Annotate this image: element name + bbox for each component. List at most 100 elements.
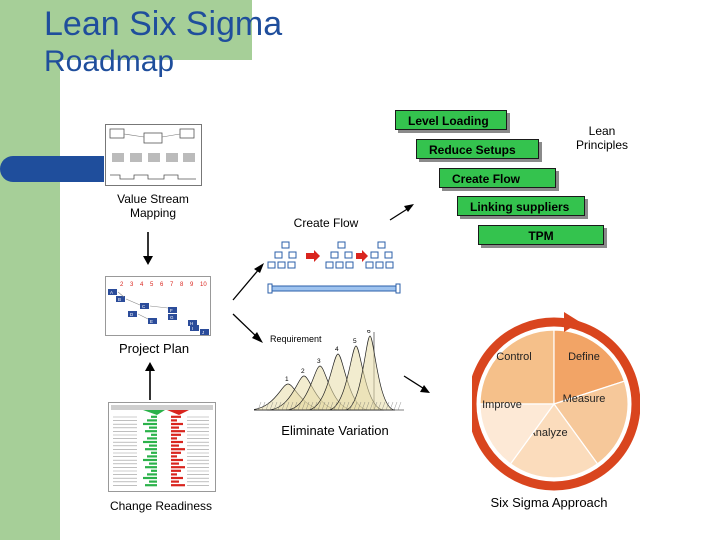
- variation-hatch: [265, 401, 270, 411]
- connector-arrows: [232, 204, 414, 343]
- readiness-red-bar: [171, 415, 181, 418]
- variation-hatch: [325, 401, 330, 411]
- change-readiness-thumbnail: [108, 402, 216, 492]
- readiness-red-bar: [171, 430, 185, 433]
- readiness-green-bar: [145, 430, 157, 433]
- requirement-label: Requirement: [270, 334, 322, 344]
- variation-hatch: [345, 401, 350, 411]
- plan-task: [168, 314, 177, 320]
- cycle-phase-label: Control: [496, 351, 531, 363]
- variation-hatch: [313, 401, 318, 411]
- readiness-green-bar: [151, 415, 157, 418]
- variation-hatch: [289, 401, 294, 411]
- readiness-green-bar: [151, 433, 157, 436]
- readiness-red-bar: [171, 469, 181, 472]
- plan-task-label: I: [192, 326, 193, 331]
- plan-task: [168, 307, 177, 313]
- variation-hatch: [365, 401, 370, 411]
- variation-hatch: [373, 401, 378, 411]
- eliminate-variation-label: Eliminate Variation: [281, 423, 389, 438]
- readiness-green-bar: [147, 455, 157, 458]
- plan-task: [128, 311, 137, 317]
- plan-column-number: 6: [160, 282, 164, 288]
- blue-tab: [0, 156, 104, 182]
- readiness-red-bar: [171, 433, 181, 436]
- arrow-to-six-sigma-icon: [403, 375, 430, 393]
- plan-task-label: B: [118, 297, 121, 302]
- plan-link: [117, 291, 125, 298]
- lean-box-level-loading: Level Loading: [395, 110, 507, 130]
- six-sigma-caption: Six Sigma Approach: [490, 495, 608, 510]
- page-subtitle: Roadmap: [44, 45, 175, 78]
- variation-hatch: [341, 401, 346, 411]
- variation-hatch: [273, 401, 278, 411]
- variation-hatch: [257, 401, 262, 411]
- variation-hatch: [305, 401, 310, 411]
- variation-hatch: [397, 401, 402, 411]
- variation-hatch: [393, 401, 398, 411]
- cycle-phase-label: Measure: [563, 393, 606, 405]
- plan-column-number: 9: [190, 282, 194, 288]
- cycle-segment: [553, 329, 626, 405]
- plan-task-label: F: [170, 308, 173, 313]
- variation-hatch: [261, 401, 266, 411]
- plan-column-number: 4: [140, 282, 144, 288]
- readiness-red-bar: [171, 440, 183, 444]
- plan-task: [200, 329, 209, 335]
- readiness-red-bar: [171, 444, 179, 447]
- plan-task: [116, 296, 125, 302]
- readiness-green-bar: [147, 419, 157, 422]
- plan-column-number: 3: [130, 282, 134, 288]
- cycle-arrowhead: [564, 312, 580, 332]
- readiness-red-bar: [171, 426, 179, 429]
- cycle-phase-label: Improve: [482, 399, 522, 411]
- variation-hatch: [369, 401, 374, 411]
- variation-hatch: [293, 401, 298, 411]
- readiness-red-bar: [171, 466, 185, 469]
- title-band: [0, 0, 252, 60]
- readiness-red-bar: [171, 419, 177, 422]
- readiness-red-bar: [171, 437, 177, 440]
- readiness-green-bar: [149, 426, 157, 429]
- curve-number: 4: [335, 346, 339, 353]
- readiness-red-bar: [171, 476, 183, 480]
- variation-hatch: [337, 401, 342, 411]
- plan-link: [137, 313, 149, 320]
- variation-hatch: [301, 401, 306, 411]
- curve-number: 2: [301, 368, 305, 375]
- plan-task-label: D: [130, 312, 134, 317]
- readiness-green-bar: [151, 469, 157, 472]
- variation-hatch: [329, 401, 334, 411]
- variation-hatch: [361, 401, 366, 411]
- variation-hatch: [353, 401, 358, 411]
- cycle-segment: [509, 402, 599, 479]
- readiness-red-bar: [171, 422, 183, 426]
- variation-hatch: [321, 401, 326, 411]
- readiness-green-bar: [145, 466, 157, 469]
- readiness-green-bar: [149, 480, 157, 483]
- readiness-red-bar: [171, 455, 177, 458]
- readiness-red-bar: [171, 462, 179, 465]
- cycle-ring: [472, 317, 640, 491]
- readiness-red-bar: [171, 448, 185, 451]
- readiness-green-bar: [143, 440, 157, 444]
- cycle-segment: [479, 403, 556, 465]
- variation-hatch: [281, 401, 286, 411]
- variation-hatch: [317, 401, 322, 411]
- readiness-header: [111, 405, 213, 410]
- lean-principles-label: Lean Principles: [575, 124, 629, 152]
- variation-hatch: [277, 401, 282, 411]
- curve-number: 6: [367, 330, 371, 335]
- plan-task-label: E: [150, 319, 153, 324]
- lean-box-reduce-setups: Reduce Setups: [416, 139, 539, 159]
- plan-task: [188, 320, 197, 326]
- variation-hatch: [385, 401, 390, 411]
- plan-link: [149, 305, 169, 309]
- create-flow-label: Create Flow: [293, 216, 359, 230]
- plan-task-label: C: [142, 304, 146, 309]
- variation-hatch: [349, 401, 354, 411]
- up-arrow-icon: [145, 362, 155, 400]
- variation-hatch: [389, 401, 394, 411]
